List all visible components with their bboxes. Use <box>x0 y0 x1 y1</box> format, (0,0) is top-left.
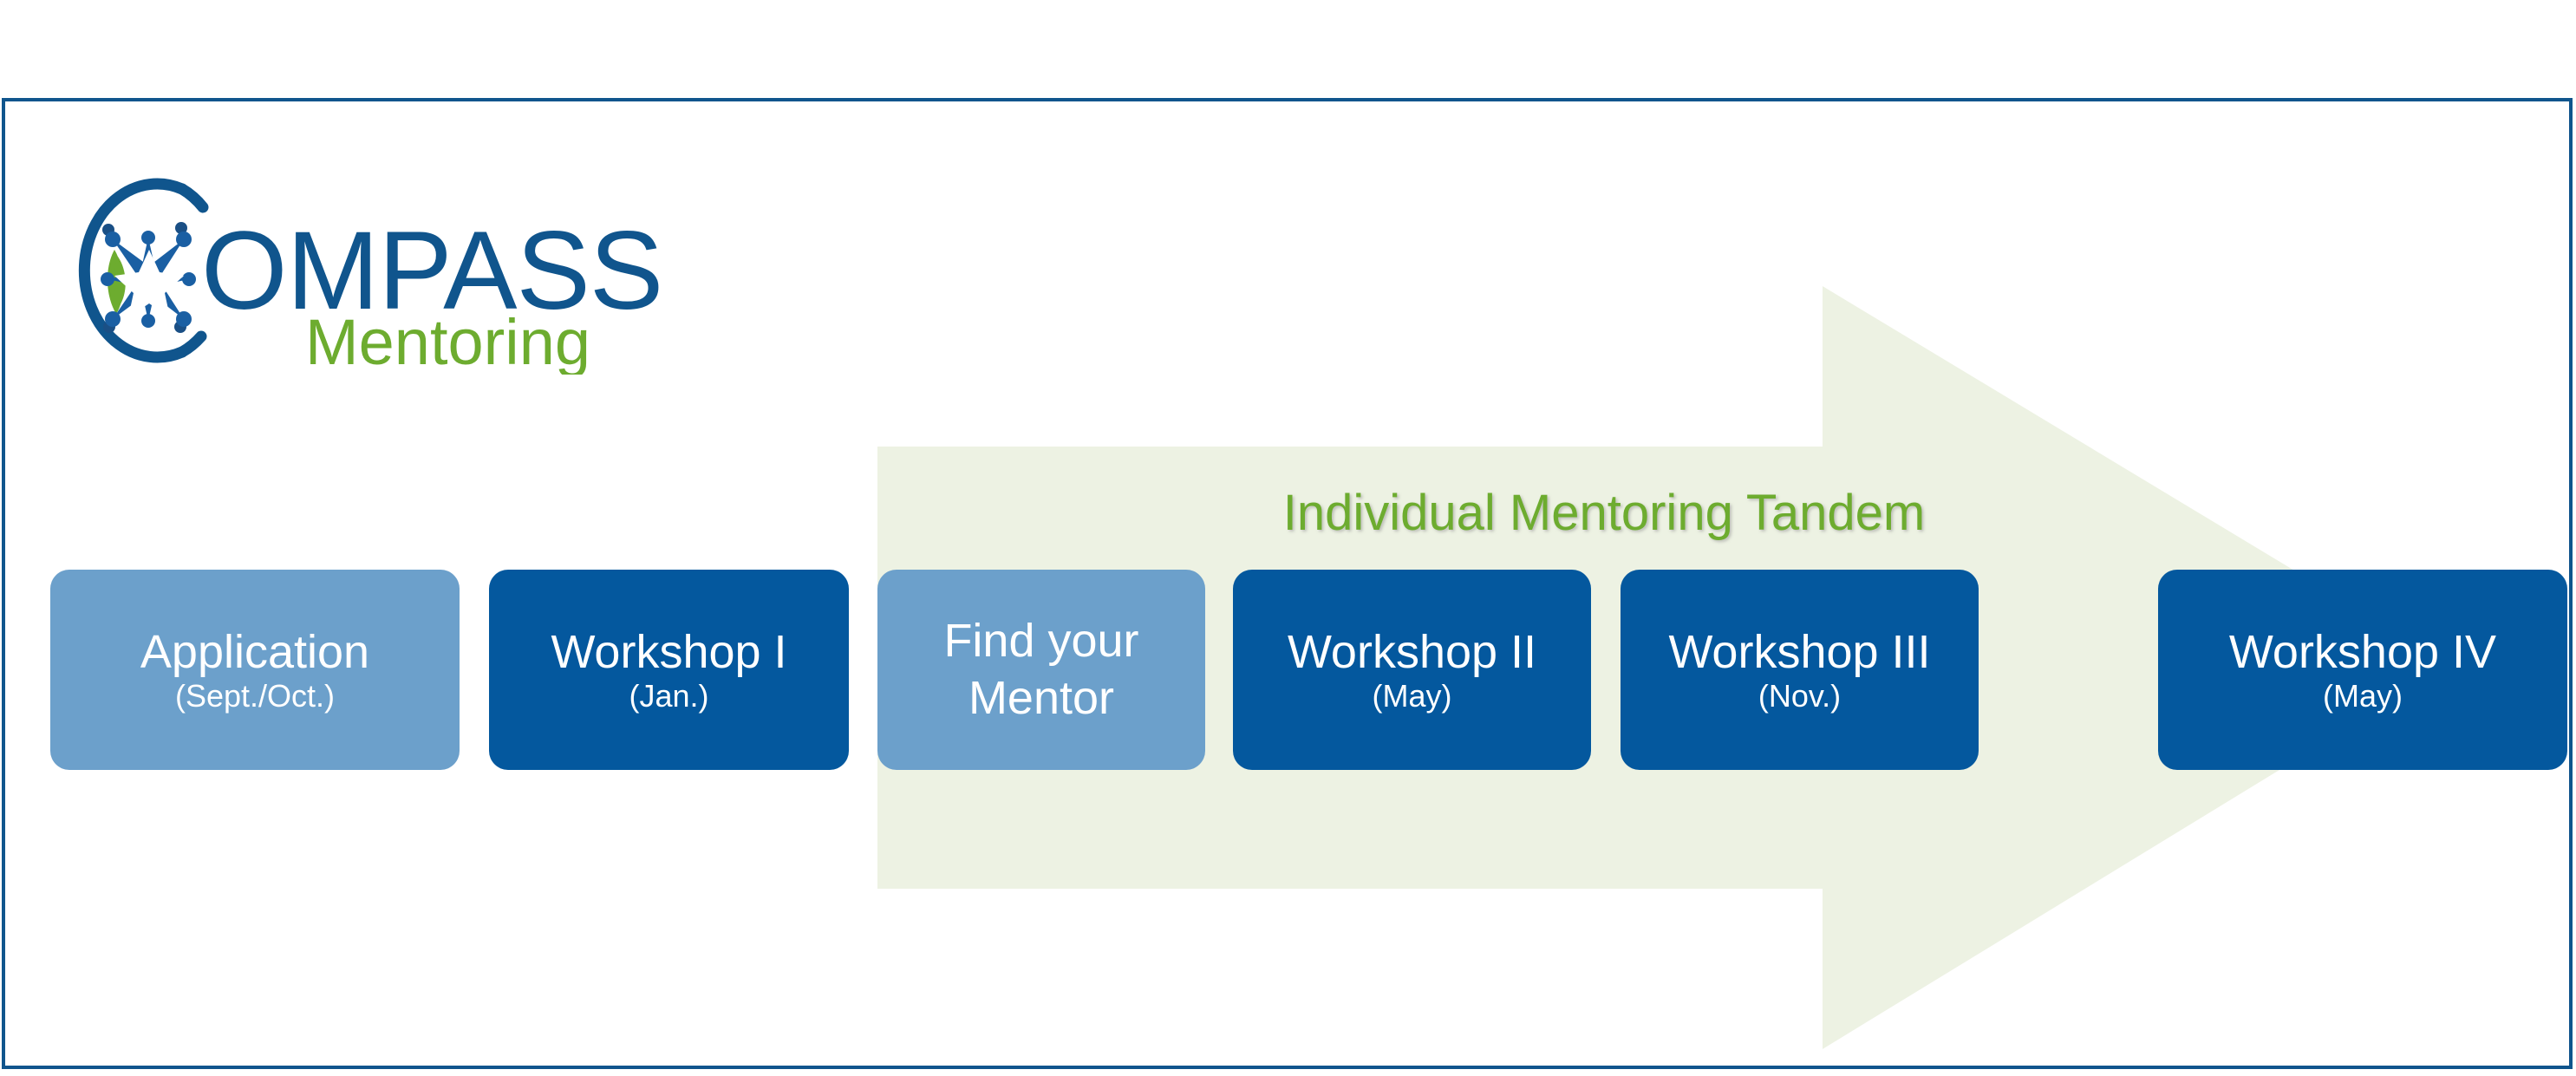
step-title: Workshop IV <box>2228 625 2497 678</box>
step-box-application[interactable]: Application (Sept./Oct.) <box>50 570 460 770</box>
step-title: Application <box>140 625 370 678</box>
compass-mentoring-logo: OMPASS Mentoring <box>54 166 661 375</box>
step-box-workshop-4[interactable]: Workshop IV (May) <box>2158 570 2567 770</box>
step-box-workshop-1[interactable]: Workshop I (Jan.) <box>489 570 849 770</box>
step-subtitle: (Sept./Oct.) <box>174 677 336 714</box>
step-subtitle: (Nov.) <box>1758 677 1842 714</box>
step-title: Workshop II <box>1287 625 1537 678</box>
compass-dot-ne <box>175 222 187 234</box>
step-box-workshop-2[interactable]: Workshop II (May) <box>1233 570 1591 770</box>
logo-tagline: Mentoring <box>305 306 590 375</box>
logo-artwork: OMPASS Mentoring <box>78 178 661 375</box>
step-subtitle: (May) <box>1372 677 1452 714</box>
step-title: Workshop III <box>1668 625 1931 678</box>
step-subtitle: (Jan.) <box>629 677 709 714</box>
compass-ring-icon <box>78 178 188 363</box>
step-subtitle: (May) <box>2323 677 2403 714</box>
tandem-section-label: Individual Mentoring Tandem <box>1282 485 1926 541</box>
step-title: Find your Mentor <box>943 614 1139 724</box>
step-box-workshop-3[interactable]: Workshop III (Nov.) <box>1621 570 1979 770</box>
step-box-find-mentor[interactable]: Find your Mentor <box>877 570 1205 770</box>
step-title: Workshop I <box>551 625 787 678</box>
compass-star-center <box>114 250 184 317</box>
logo-wordmark: OMPASS <box>201 209 661 333</box>
